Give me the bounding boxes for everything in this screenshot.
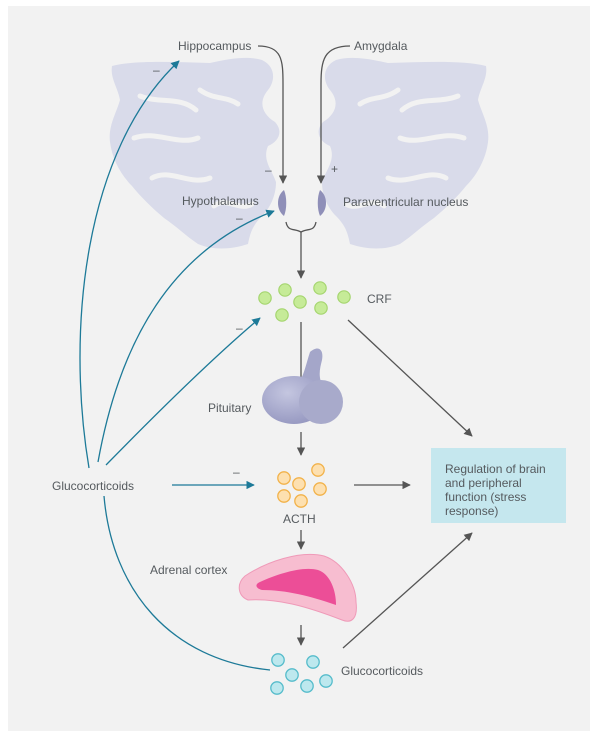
amygdala-to-hypothalamus-arrow [316, 45, 351, 184]
crf-particle [293, 295, 307, 309]
glucocorticoid-particle [319, 674, 333, 688]
glucocorticoid-particle [306, 655, 320, 669]
glucocorticoid-particles [270, 653, 333, 695]
right-paraventricular-nucleus [317, 190, 326, 216]
glucocorticoid-particle [270, 681, 284, 695]
glucocorticoid-particle [271, 653, 285, 667]
hippocampus-input-minus-sign: – [265, 163, 272, 177]
crf-feedback-minus-sign: – [236, 321, 243, 335]
acth-particle [294, 494, 308, 508]
glucocorticoids-return-curve [103, 495, 271, 671]
acth-particle [277, 489, 291, 503]
adrenal-cortex-label: Adrenal cortex [150, 563, 228, 577]
glucocorticoid-particle [300, 679, 314, 693]
left-paraventricular-nucleus [278, 190, 287, 216]
feedback-to-hippocampus-arrow [79, 60, 180, 469]
feedback-to-crf-arrow [105, 317, 261, 466]
regulation-box: Regulation of brain and peripheral funct… [431, 448, 566, 523]
amygdala-input-plus-sign: + [331, 162, 339, 176]
glucocorticoid-particle [285, 668, 299, 682]
crf-particle [337, 290, 351, 304]
crf-particle [313, 281, 327, 295]
crf-particle [314, 301, 328, 315]
hippocampus-to-hypothalamus-arrow [257, 45, 288, 184]
nuclei-bracket [285, 221, 317, 233]
amygdala-label: Amygdala [354, 39, 408, 53]
acth-feedback-minus-sign: – [233, 465, 240, 479]
acth-label: ACTH [283, 512, 316, 526]
hippocampus-feedback-minus-sign: – [153, 63, 160, 77]
brain-right-hemisphere [318, 57, 489, 249]
crf-label: CRF [367, 292, 392, 306]
feedback-to-hypothalamus-arrow [97, 209, 275, 463]
acth-particle [292, 477, 306, 491]
brain-folds [131, 87, 467, 209]
crf-particle [258, 291, 272, 305]
glucocorticoids-to-regulation-arrow [342, 532, 473, 649]
pituitary-label: Pituitary [208, 401, 252, 415]
paraventricular-nucleus-label: Paraventricular nucleus [343, 195, 469, 209]
pituitary-gland [262, 348, 343, 424]
hippocampus-label: Hippocampus [178, 39, 252, 53]
regulation-text: Regulation of brain and peripheral funct… [445, 462, 546, 518]
crf-to-regulation-arrow [347, 319, 473, 437]
brain-silhouette [109, 57, 489, 249]
crf-particle [275, 308, 289, 322]
diagram-background [8, 6, 590, 731]
hypothalamus-feedback-minus-sign: – [236, 211, 243, 225]
acth-particle [311, 463, 325, 477]
hypothalamus-label: Hypothalamus [182, 194, 259, 208]
glucocorticoids-left-label: Glucocorticoids [52, 479, 135, 493]
acth-particle [313, 482, 327, 496]
crf-particles [258, 281, 351, 322]
acth-particles [277, 463, 327, 508]
adrenal-cortex [238, 553, 357, 622]
crf-particle [278, 283, 292, 297]
glucocorticoids-bottom-label: Glucocorticoids [341, 664, 424, 678]
acth-particle [277, 471, 291, 485]
